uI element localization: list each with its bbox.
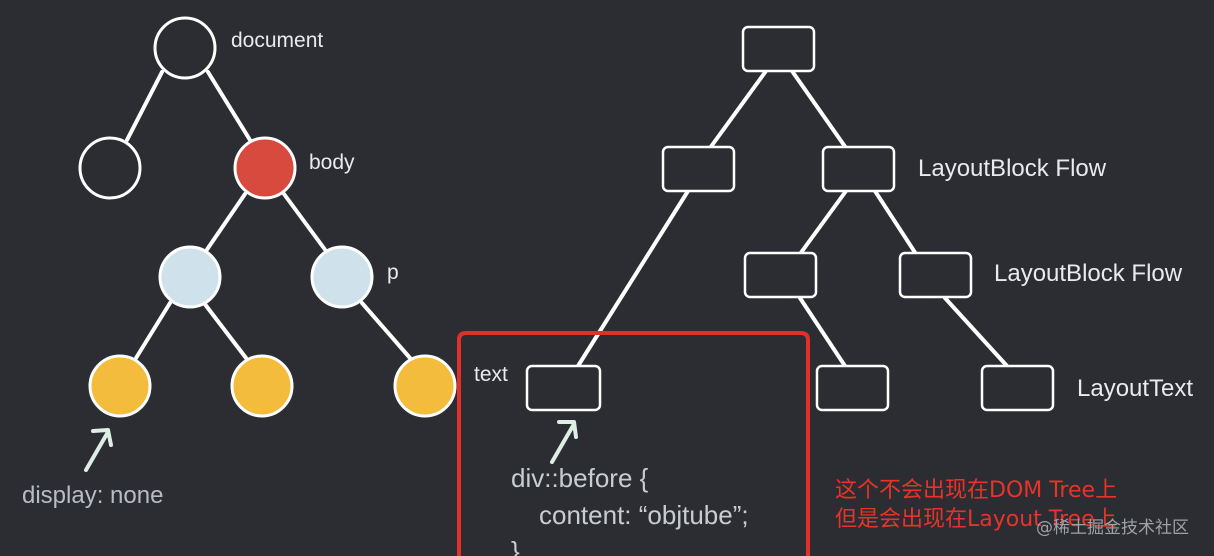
dom-node-div [158, 245, 222, 309]
layout-edge-right-mid2 [873, 189, 918, 256]
hidden-arrow-icon [84, 428, 113, 472]
annotation-line-1: 这个不会出现在DOM Tree上 [835, 478, 1117, 503]
code-line-1: div::before { [511, 463, 649, 493]
layout-box-root [741, 25, 816, 73]
layout-label-leaf: LayoutText [1077, 375, 1193, 402]
annotation-line-2: 但是会出现在Layout Tree上 [835, 507, 1117, 532]
dom-label-body: body [309, 151, 355, 174]
layout-label-text: text [474, 363, 508, 386]
layout-box-mid1 [743, 251, 818, 299]
pseudo-element-highlight: div::before { content: “objtube”; } [457, 331, 810, 556]
layout-box-left [661, 145, 736, 193]
dom-edge-document-left [125, 70, 164, 142]
dom-node-leaf-3 [393, 354, 457, 418]
dom-edge-div-leaf2 [202, 301, 248, 360]
dom-edge-body-p [282, 192, 328, 253]
dom-edge-body-left [204, 192, 247, 253]
dom-node-document [153, 16, 217, 80]
pseudo-arrow-icon [550, 420, 578, 464]
layout-tree: LayoutBlock Flow LayoutBlock Flow Layout… [474, 25, 1193, 412]
dom-label-p: p [387, 261, 399, 284]
code-line-2: content: “objtube”; [539, 500, 749, 530]
layout-box-text [525, 364, 602, 412]
layout-box-leaf1 [815, 364, 890, 412]
layout-edge-right-mid1 [798, 189, 848, 256]
dom-tree: document body p display: none [22, 16, 457, 509]
layout-label-level2: LayoutBlock Flow [994, 260, 1183, 287]
code-line-3: } [511, 536, 520, 556]
annotation: 这个不会出现在DOM Tree上 但是会出现在Layout Tree上 [835, 478, 1117, 532]
dom-edge-document-body [206, 70, 252, 142]
layout-box-leaf2 [980, 364, 1055, 412]
dom-node-body [233, 136, 297, 200]
dom-edge-div-leaf1 [134, 301, 172, 360]
dom-label-document: document [231, 29, 323, 52]
layout-box-right [821, 145, 896, 193]
layout-box-mid2 [898, 251, 973, 299]
layout-label-level1: LayoutBlock Flow [918, 155, 1107, 182]
layout-edge-mid2-leaf [943, 296, 1009, 368]
layout-edge-mid1-leaf [798, 296, 847, 368]
dom-node-leaf-hidden [88, 354, 152, 418]
dom-node-head [78, 136, 142, 200]
watermark: @稀土掘金技术社区 [1036, 518, 1189, 538]
dom-note-display-none: display: none [22, 482, 163, 509]
dom-node-p [310, 245, 374, 309]
layout-edge-root-right [790, 69, 848, 150]
dom-node-leaf-2 [230, 354, 294, 418]
dom-edge-p-leaf [360, 301, 412, 360]
layout-edge-left-text [576, 189, 690, 368]
highlight-frame [457, 331, 810, 556]
layout-edge-root-left [708, 69, 768, 150]
